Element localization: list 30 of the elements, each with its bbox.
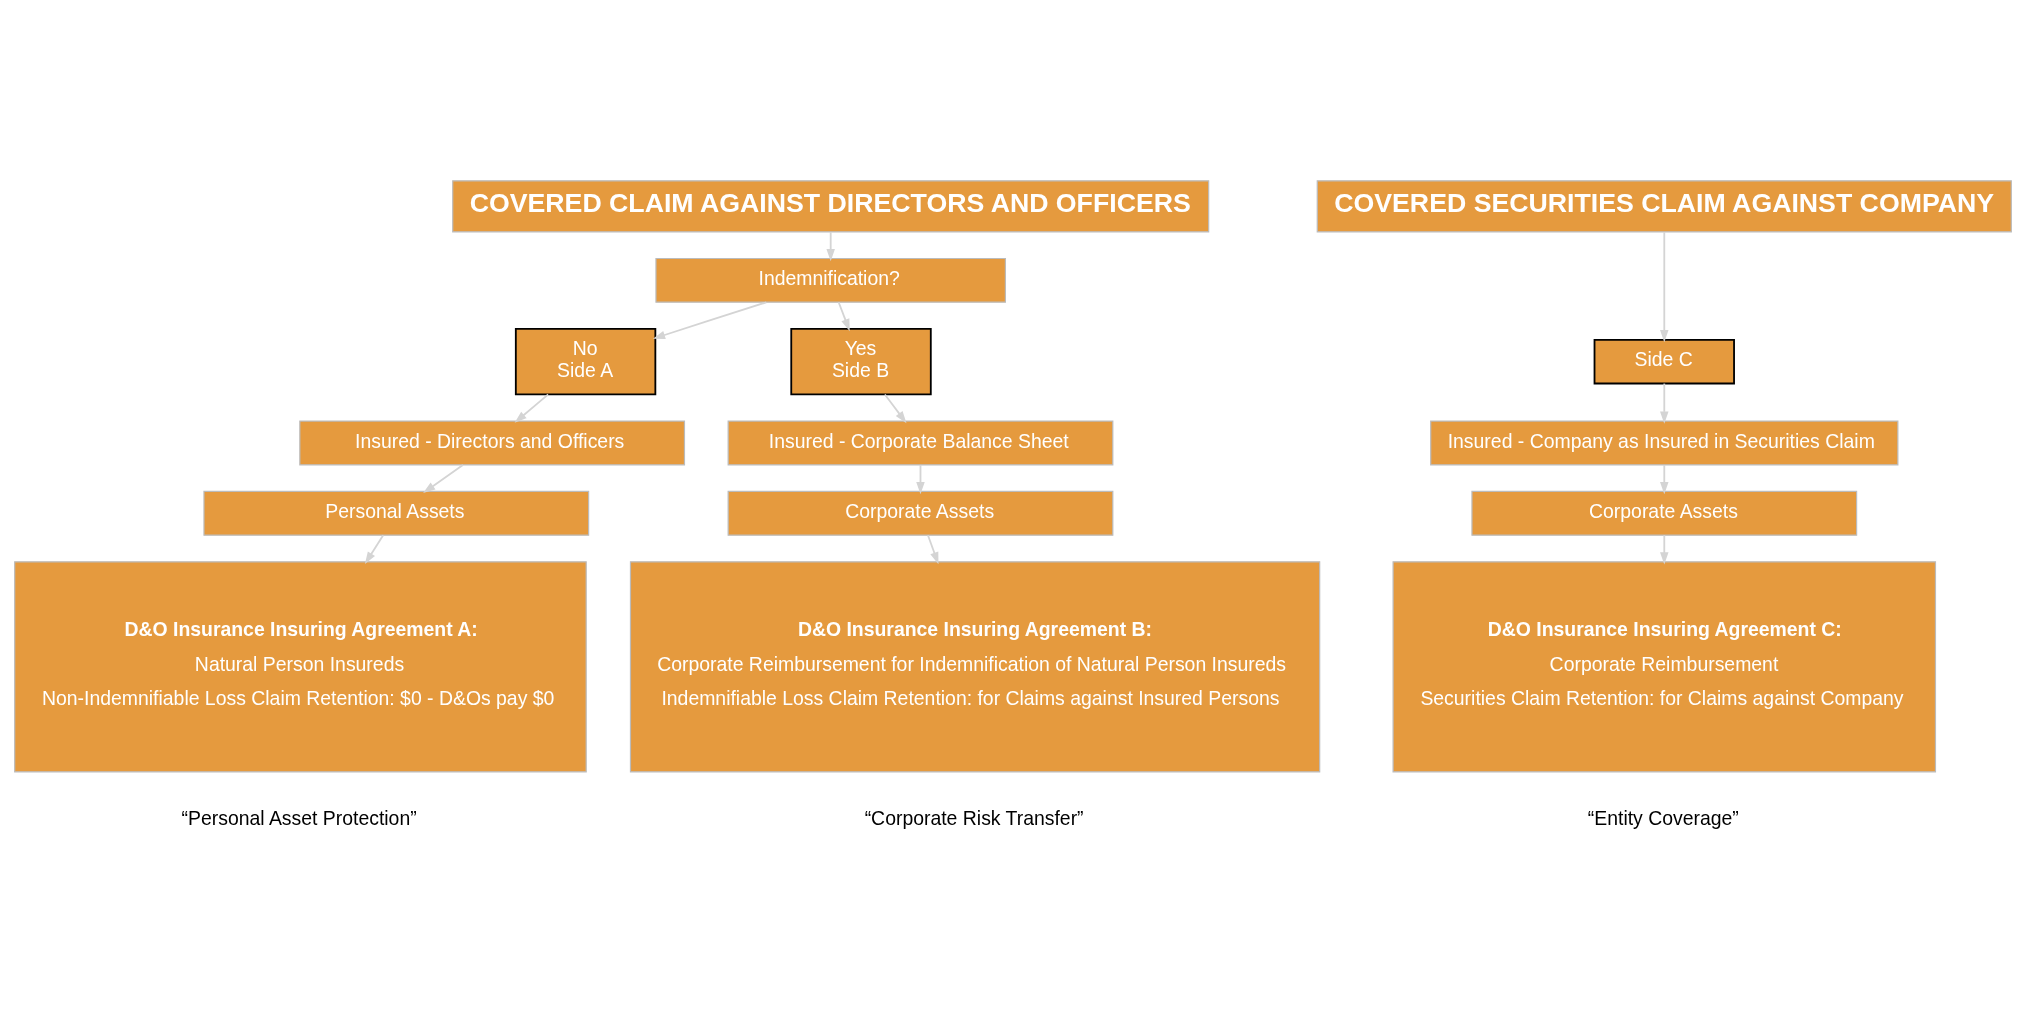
arrow bbox=[514, 393, 549, 423]
arrow bbox=[1659, 382, 1669, 424]
node-label: “Entity Coverage” bbox=[1587, 806, 1739, 829]
arrow bbox=[1659, 534, 1669, 565]
arrow bbox=[1659, 231, 1669, 343]
node-box: Insured - Corporate Balance Sheet bbox=[727, 420, 1113, 466]
node-box: Side C bbox=[1593, 338, 1735, 385]
arrow bbox=[652, 301, 767, 340]
node-box: Insured - Company as Insured in Securities Claim bbox=[1429, 420, 1898, 466]
node-label: “Corporate Risk Transfer” bbox=[864, 806, 1084, 829]
arrow bbox=[825, 231, 835, 262]
node-box: Indemnification? bbox=[654, 257, 1006, 303]
node-box: No Side A bbox=[514, 327, 656, 396]
arrow bbox=[837, 301, 850, 332]
node-box: Corporate Assets bbox=[1470, 490, 1857, 536]
node-box: Personal Assets bbox=[202, 490, 589, 536]
node-box: D&O Insurance Insuring Agreement C: Corporate Reimbursement Securities Claim Retention: for Claims against Company bbox=[1392, 561, 1936, 773]
node-label: “Personal Asset Protection” bbox=[181, 806, 417, 829]
node-box: COVERED SECURITIES CLAIM AGAINST COMPANY bbox=[1316, 180, 2012, 233]
node-box: D&O Insurance Insuring Agreement A: Natural Person Insureds Non-Indemnifiable Loss Claim Retention: $0 - D&Os pay $0 bbox=[13, 561, 587, 773]
arrow bbox=[422, 464, 464, 494]
arrow bbox=[926, 534, 938, 565]
arrow bbox=[1659, 464, 1669, 495]
node-box: D&O Insurance Insuring Agreement B: Corporate Reimbursement for Indemnification of Natural Person Insureds Indemnifiable Loss Claim Retention: for Claims against Insured Persons bbox=[629, 561, 1320, 773]
node-box: Insured - Directors and Officers bbox=[298, 420, 685, 466]
node-box: COVERED CLAIM AGAINST DIRECTORS AND OFFICERS bbox=[451, 180, 1209, 233]
arrow bbox=[883, 393, 906, 424]
node-box: Yes Side B bbox=[789, 327, 932, 396]
node-box: Corporate Assets bbox=[727, 490, 1113, 536]
arrow bbox=[364, 534, 384, 564]
